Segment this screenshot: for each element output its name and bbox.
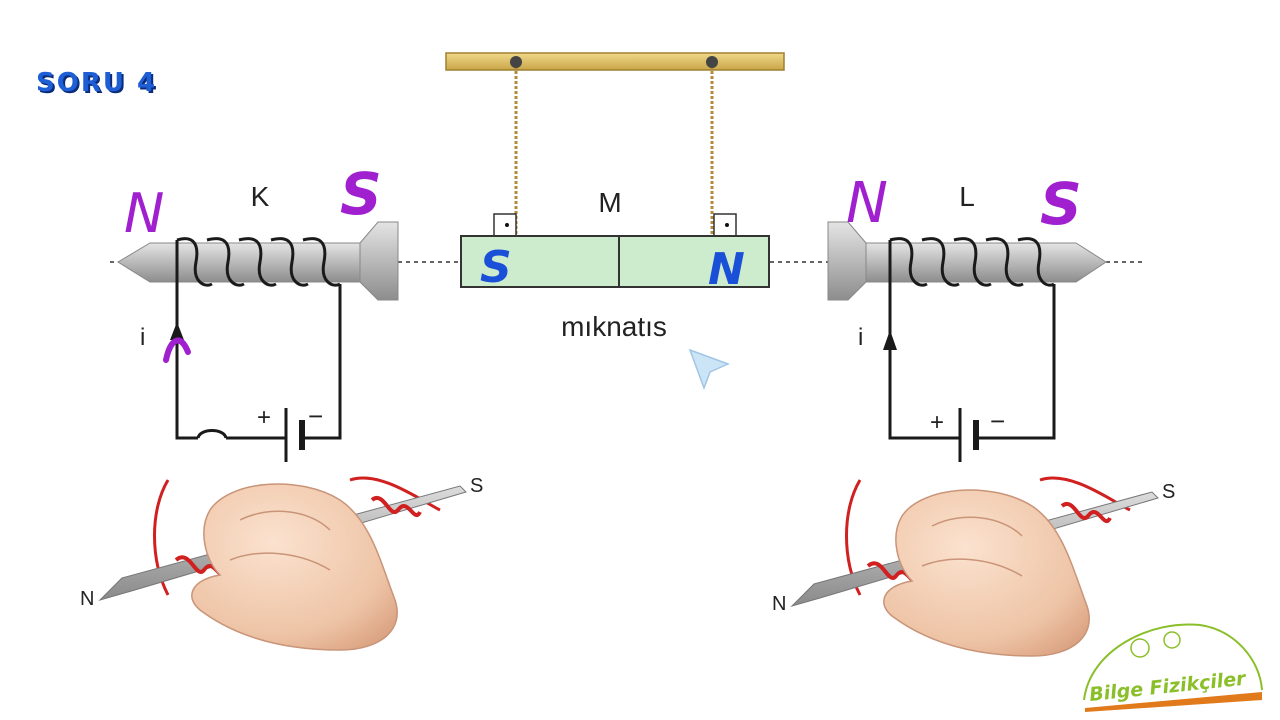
- left-battery-minus: −: [308, 401, 323, 431]
- right-pole-right: S: [1040, 170, 1082, 238]
- logo-figure-icon: [1163, 631, 1181, 649]
- left-electromagnet-label: K: [251, 181, 270, 212]
- right-pole-left: N: [846, 171, 888, 236]
- right-electromagnet-label: L: [959, 181, 975, 212]
- magnet-pole-right: N: [708, 244, 745, 295]
- left-coil: [176, 237, 341, 287]
- magnet-label: M: [598, 187, 621, 218]
- left-circuit: [170, 240, 342, 462]
- bar-magnet: [460, 235, 770, 288]
- right-coil: [889, 237, 1055, 287]
- left-hand-end-n: N: [80, 588, 94, 610]
- right-hand-end-s: S: [1162, 481, 1175, 503]
- magnet-caption: mıknatıs: [561, 311, 667, 342]
- hanging-support: [445, 52, 785, 237]
- right-battery-minus: −: [990, 406, 1005, 436]
- pointer-cursor-icon: [688, 348, 730, 391]
- logo: [1083, 623, 1263, 712]
- magnet-pole-left: S: [480, 242, 512, 293]
- left-hand-end-s: S: [470, 475, 483, 497]
- question-title: SORU 4: [36, 68, 158, 98]
- left-battery-plus: +: [257, 404, 271, 431]
- right-battery-plus: +: [930, 409, 944, 436]
- right-hand-rule-illustration: [790, 476, 1159, 657]
- right-hand-end-n: N: [772, 593, 786, 615]
- logo-figure-icon: [1130, 638, 1150, 658]
- left-pole-right: S: [340, 160, 382, 228]
- right-circuit: [883, 240, 1056, 462]
- left-hand-rule-illustration: [98, 476, 467, 651]
- left-pole-left: N: [124, 182, 164, 245]
- left-current-arrow-annotation: [163, 337, 191, 363]
- right-current-label: i: [858, 324, 863, 351]
- left-current-label: i: [140, 324, 145, 351]
- right-nail: [827, 221, 1107, 301]
